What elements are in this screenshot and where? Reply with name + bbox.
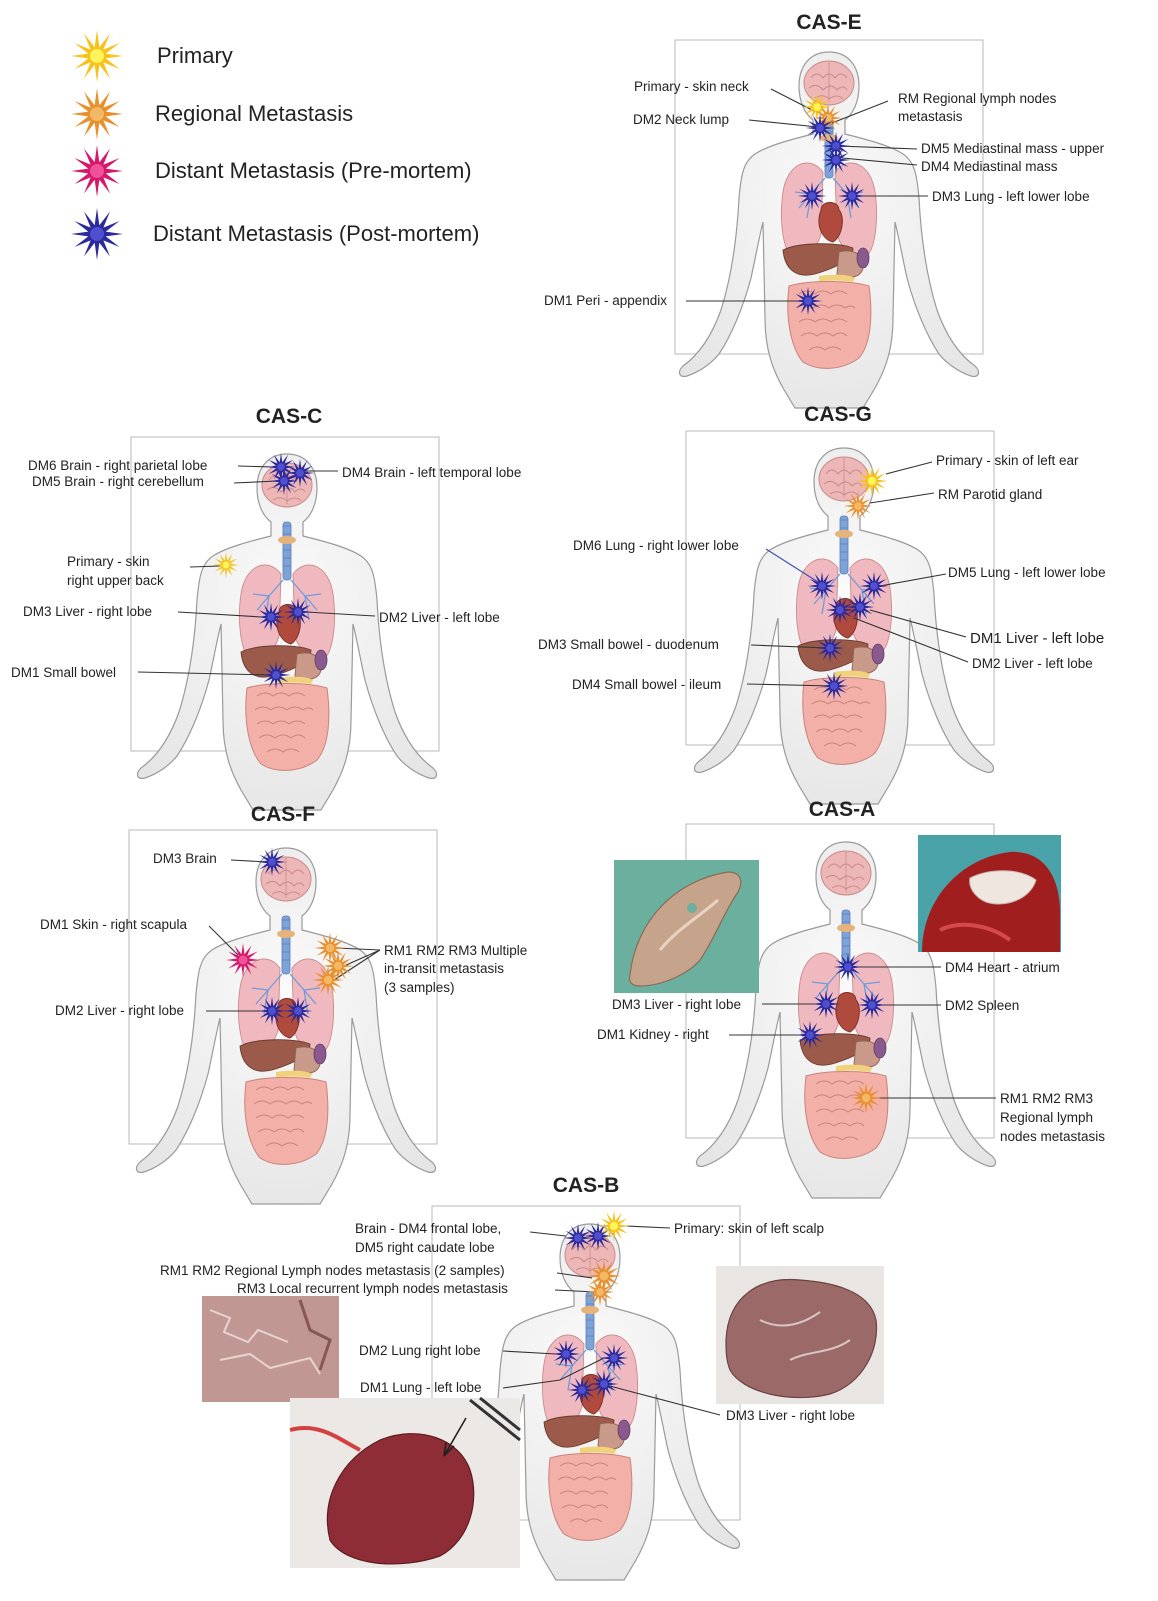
site-label: RM1 RM2 Regional Lymph nodes metastasis … bbox=[160, 1263, 505, 1278]
site-label: DM2 Liver - left lobe bbox=[379, 610, 500, 625]
site-label: Primary - skin neck bbox=[634, 79, 749, 94]
case-panel-cas-f: CAS-F DM3 Brain DM1 Skin - right scapula… bbox=[40, 803, 527, 1204]
site-label: DM5 Brain - right cerebellum bbox=[32, 474, 204, 489]
site-label: RM1 RM2 RM3 Multiple bbox=[384, 943, 527, 958]
site-label: DM1 Lung - left lobe bbox=[360, 1380, 482, 1395]
site-label: DM4 Heart - atrium bbox=[945, 960, 1060, 975]
postmortem-metastasis-star-icon bbox=[71, 208, 123, 260]
site-label: DM4 Mediastinal mass bbox=[921, 159, 1058, 174]
site-label: RM1 RM2 RM3 bbox=[1000, 1091, 1093, 1106]
site-label: DM3 Lung - left lower lobe bbox=[932, 189, 1090, 204]
site-label: DM2 Neck lump bbox=[633, 112, 729, 127]
case-title: CAS-E bbox=[796, 11, 861, 34]
site-label: DM2 Spleen bbox=[945, 998, 1019, 1013]
site-label: right upper back bbox=[67, 573, 164, 588]
site-label: Brain - DM4 frontal lobe, bbox=[355, 1221, 501, 1236]
site-label: DM2 Lung right lobe bbox=[359, 1343, 481, 1358]
site-label: DM5 Mediastinal mass - upper bbox=[921, 141, 1105, 156]
site-label: nodes metastasis bbox=[1000, 1129, 1105, 1144]
case-title: CAS-C bbox=[256, 405, 323, 428]
site-label: DM3 Liver - right lobe bbox=[726, 1408, 855, 1423]
site-label: DM1 Skin - right scapula bbox=[40, 917, 188, 932]
liver-specimen-photo bbox=[716, 1266, 884, 1404]
site-label: RM Regional lymph nodes bbox=[898, 91, 1057, 106]
site-label: RM3 Local recurrent lymph nodes metastas… bbox=[237, 1281, 508, 1296]
site-label: DM3 Liver - right lobe bbox=[23, 604, 152, 619]
site-label: DM2 Liver - right lobe bbox=[55, 1003, 184, 1018]
site-label: Primary - skin bbox=[67, 554, 150, 569]
site-label: DM1 Liver - left lobe bbox=[970, 630, 1104, 647]
case-panel-cas-g: CAS-G Primary - skin of left ear RM Paro… bbox=[538, 403, 1106, 804]
site-label: DM5 right caudate lobe bbox=[355, 1240, 495, 1255]
site-label: DM3 Brain bbox=[153, 851, 217, 866]
heart-specimen-photo bbox=[918, 835, 1061, 952]
site-label: DM1 Kidney - right bbox=[597, 1027, 709, 1042]
lung-specimen-photo bbox=[290, 1398, 520, 1568]
site-label: DM5 Lung - left lower lobe bbox=[948, 565, 1106, 580]
site-label: (3 samples) bbox=[384, 980, 455, 995]
case-title: CAS-G bbox=[804, 403, 872, 426]
case-title: CAS-A bbox=[809, 798, 876, 821]
premortem-metastasis-star-icon bbox=[71, 145, 123, 197]
site-label: DM1 Peri - appendix bbox=[544, 293, 667, 308]
case-panel-cas-a: CAS-A DM bbox=[597, 798, 1105, 1198]
case-title: CAS-F bbox=[251, 803, 315, 826]
case-panel-cas-c: CAS-C DM6 Brain - right parietal lobe DM… bbox=[11, 405, 521, 810]
site-label: DM6 Lung - right lower lobe bbox=[573, 538, 739, 553]
site-label: DM3 Small bowel - duodenum bbox=[538, 637, 719, 652]
site-label: metastasis bbox=[898, 109, 963, 124]
legend-label: Primary bbox=[157, 43, 233, 68]
site-label: DM2 Liver - left lobe bbox=[972, 656, 1093, 671]
case-panel-cas-b: CAS-B bbox=[160, 1174, 884, 1580]
site-label: DM4 Brain - left temporal lobe bbox=[342, 465, 521, 480]
legend-label: Distant Metastasis (Post-mortem) bbox=[153, 221, 479, 246]
site-label: DM3 Liver - right lobe bbox=[612, 997, 741, 1012]
site-label: Primary: skin of left scalp bbox=[674, 1221, 824, 1236]
regional-metastasis-star-icon bbox=[71, 88, 123, 140]
legend-label: Distant Metastasis (Pre-mortem) bbox=[155, 158, 472, 183]
liver-specimen-photo bbox=[614, 860, 759, 993]
site-label: DM6 Brain - right parietal lobe bbox=[28, 458, 207, 473]
legend-label: Regional Metastasis bbox=[155, 101, 353, 126]
site-label: Primary - skin of left ear bbox=[936, 453, 1079, 468]
primary-star-icon bbox=[71, 30, 123, 82]
site-label: RM Parotid gland bbox=[938, 487, 1042, 502]
site-label: DM4 Small bowel - ileum bbox=[572, 677, 721, 692]
case-title: CAS-B bbox=[553, 1174, 620, 1197]
site-label: DM1 Small bowel bbox=[11, 665, 116, 680]
site-label: Regional lymph bbox=[1000, 1110, 1093, 1125]
lung-closeup-photo bbox=[202, 1296, 339, 1402]
case-panel-cas-e: CAS-E Primary - skin neck DM2 Neck lump … bbox=[544, 11, 1105, 408]
site-label: in-transit metastasis bbox=[384, 961, 504, 976]
